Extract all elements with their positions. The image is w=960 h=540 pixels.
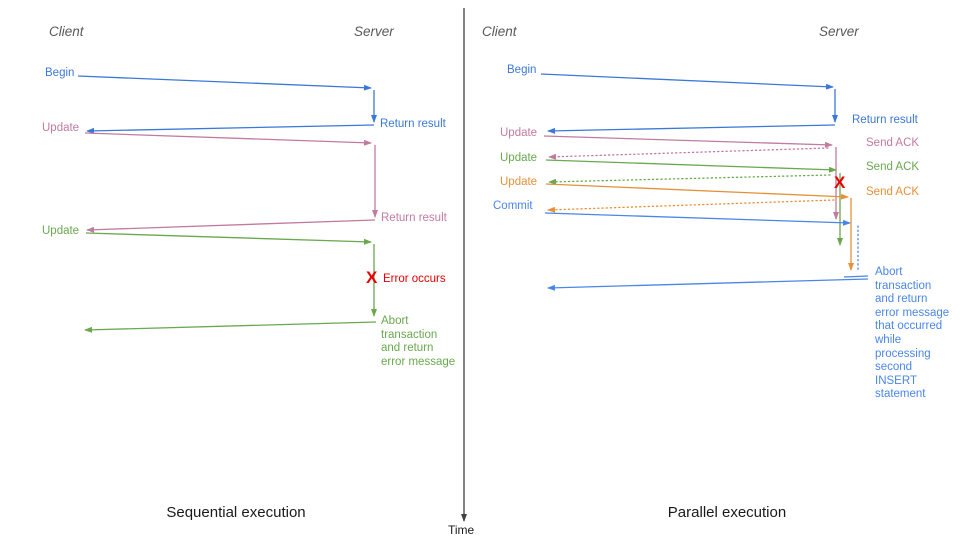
par-update1-request bbox=[543, 135, 833, 148]
seq-abort-note: Abort transaction and return error messa… bbox=[381, 315, 456, 368]
seq-begin-return bbox=[86, 124, 375, 134]
seq-update-1-label: Update bbox=[42, 122, 80, 134]
seq-abort-return bbox=[84, 321, 377, 333]
par-update-1-label: Update bbox=[500, 127, 538, 139]
par-update2-request bbox=[545, 159, 837, 173]
par-server-header: Server bbox=[819, 24, 859, 39]
par-update2-ack bbox=[548, 174, 831, 185]
par-update1-ack bbox=[548, 147, 829, 160]
seq-begin-request bbox=[77, 75, 372, 91]
par-abort-note: Abort transaction and return error messa… bbox=[875, 266, 950, 401]
par-return-result-label: Return result bbox=[852, 114, 918, 126]
seq-return-result-2-label: Return result bbox=[381, 212, 447, 224]
seq-update2-request bbox=[85, 232, 372, 245]
seq-error-occurs-label: Error occurs bbox=[383, 273, 446, 285]
seq-error-x-icon: X bbox=[366, 268, 378, 287]
par-client-header: Client bbox=[482, 24, 517, 39]
par-abort-return bbox=[547, 278, 869, 291]
par-send-ack-1-label: Send ACK bbox=[866, 137, 920, 149]
par-commit-request bbox=[544, 212, 851, 226]
par-error-x-icon: X bbox=[834, 173, 846, 192]
par-commit-label: Commit bbox=[493, 200, 533, 212]
seq-update1-return bbox=[86, 219, 376, 233]
seq-client-header: Client bbox=[49, 24, 84, 39]
par-begin-request bbox=[540, 73, 834, 90]
par-server-tick bbox=[843, 275, 869, 278]
par-update-3-label: Update bbox=[500, 176, 538, 188]
seq-update1-request bbox=[84, 132, 372, 146]
par-send-ack-3-label: Send ACK bbox=[866, 186, 920, 198]
par-begin-label: Begin bbox=[507, 64, 537, 76]
seq-update-2-label: Update bbox=[42, 225, 80, 237]
time-axis-label: Time bbox=[448, 523, 475, 537]
seq-return-result-1-label: Return result bbox=[380, 118, 446, 130]
par-panel-title: Parallel execution bbox=[667, 504, 787, 521]
par-send-ack-2-label: Send ACK bbox=[866, 161, 920, 173]
par-update-2-label: Update bbox=[500, 152, 538, 164]
par-update3-request bbox=[545, 183, 849, 200]
seq-panel-title: Sequential execution bbox=[166, 504, 306, 521]
seq-begin-label: Begin bbox=[45, 67, 75, 79]
par-begin-return bbox=[547, 124, 836, 134]
par-update3-ack bbox=[547, 199, 835, 213]
seq-server-header: Server bbox=[354, 24, 394, 39]
